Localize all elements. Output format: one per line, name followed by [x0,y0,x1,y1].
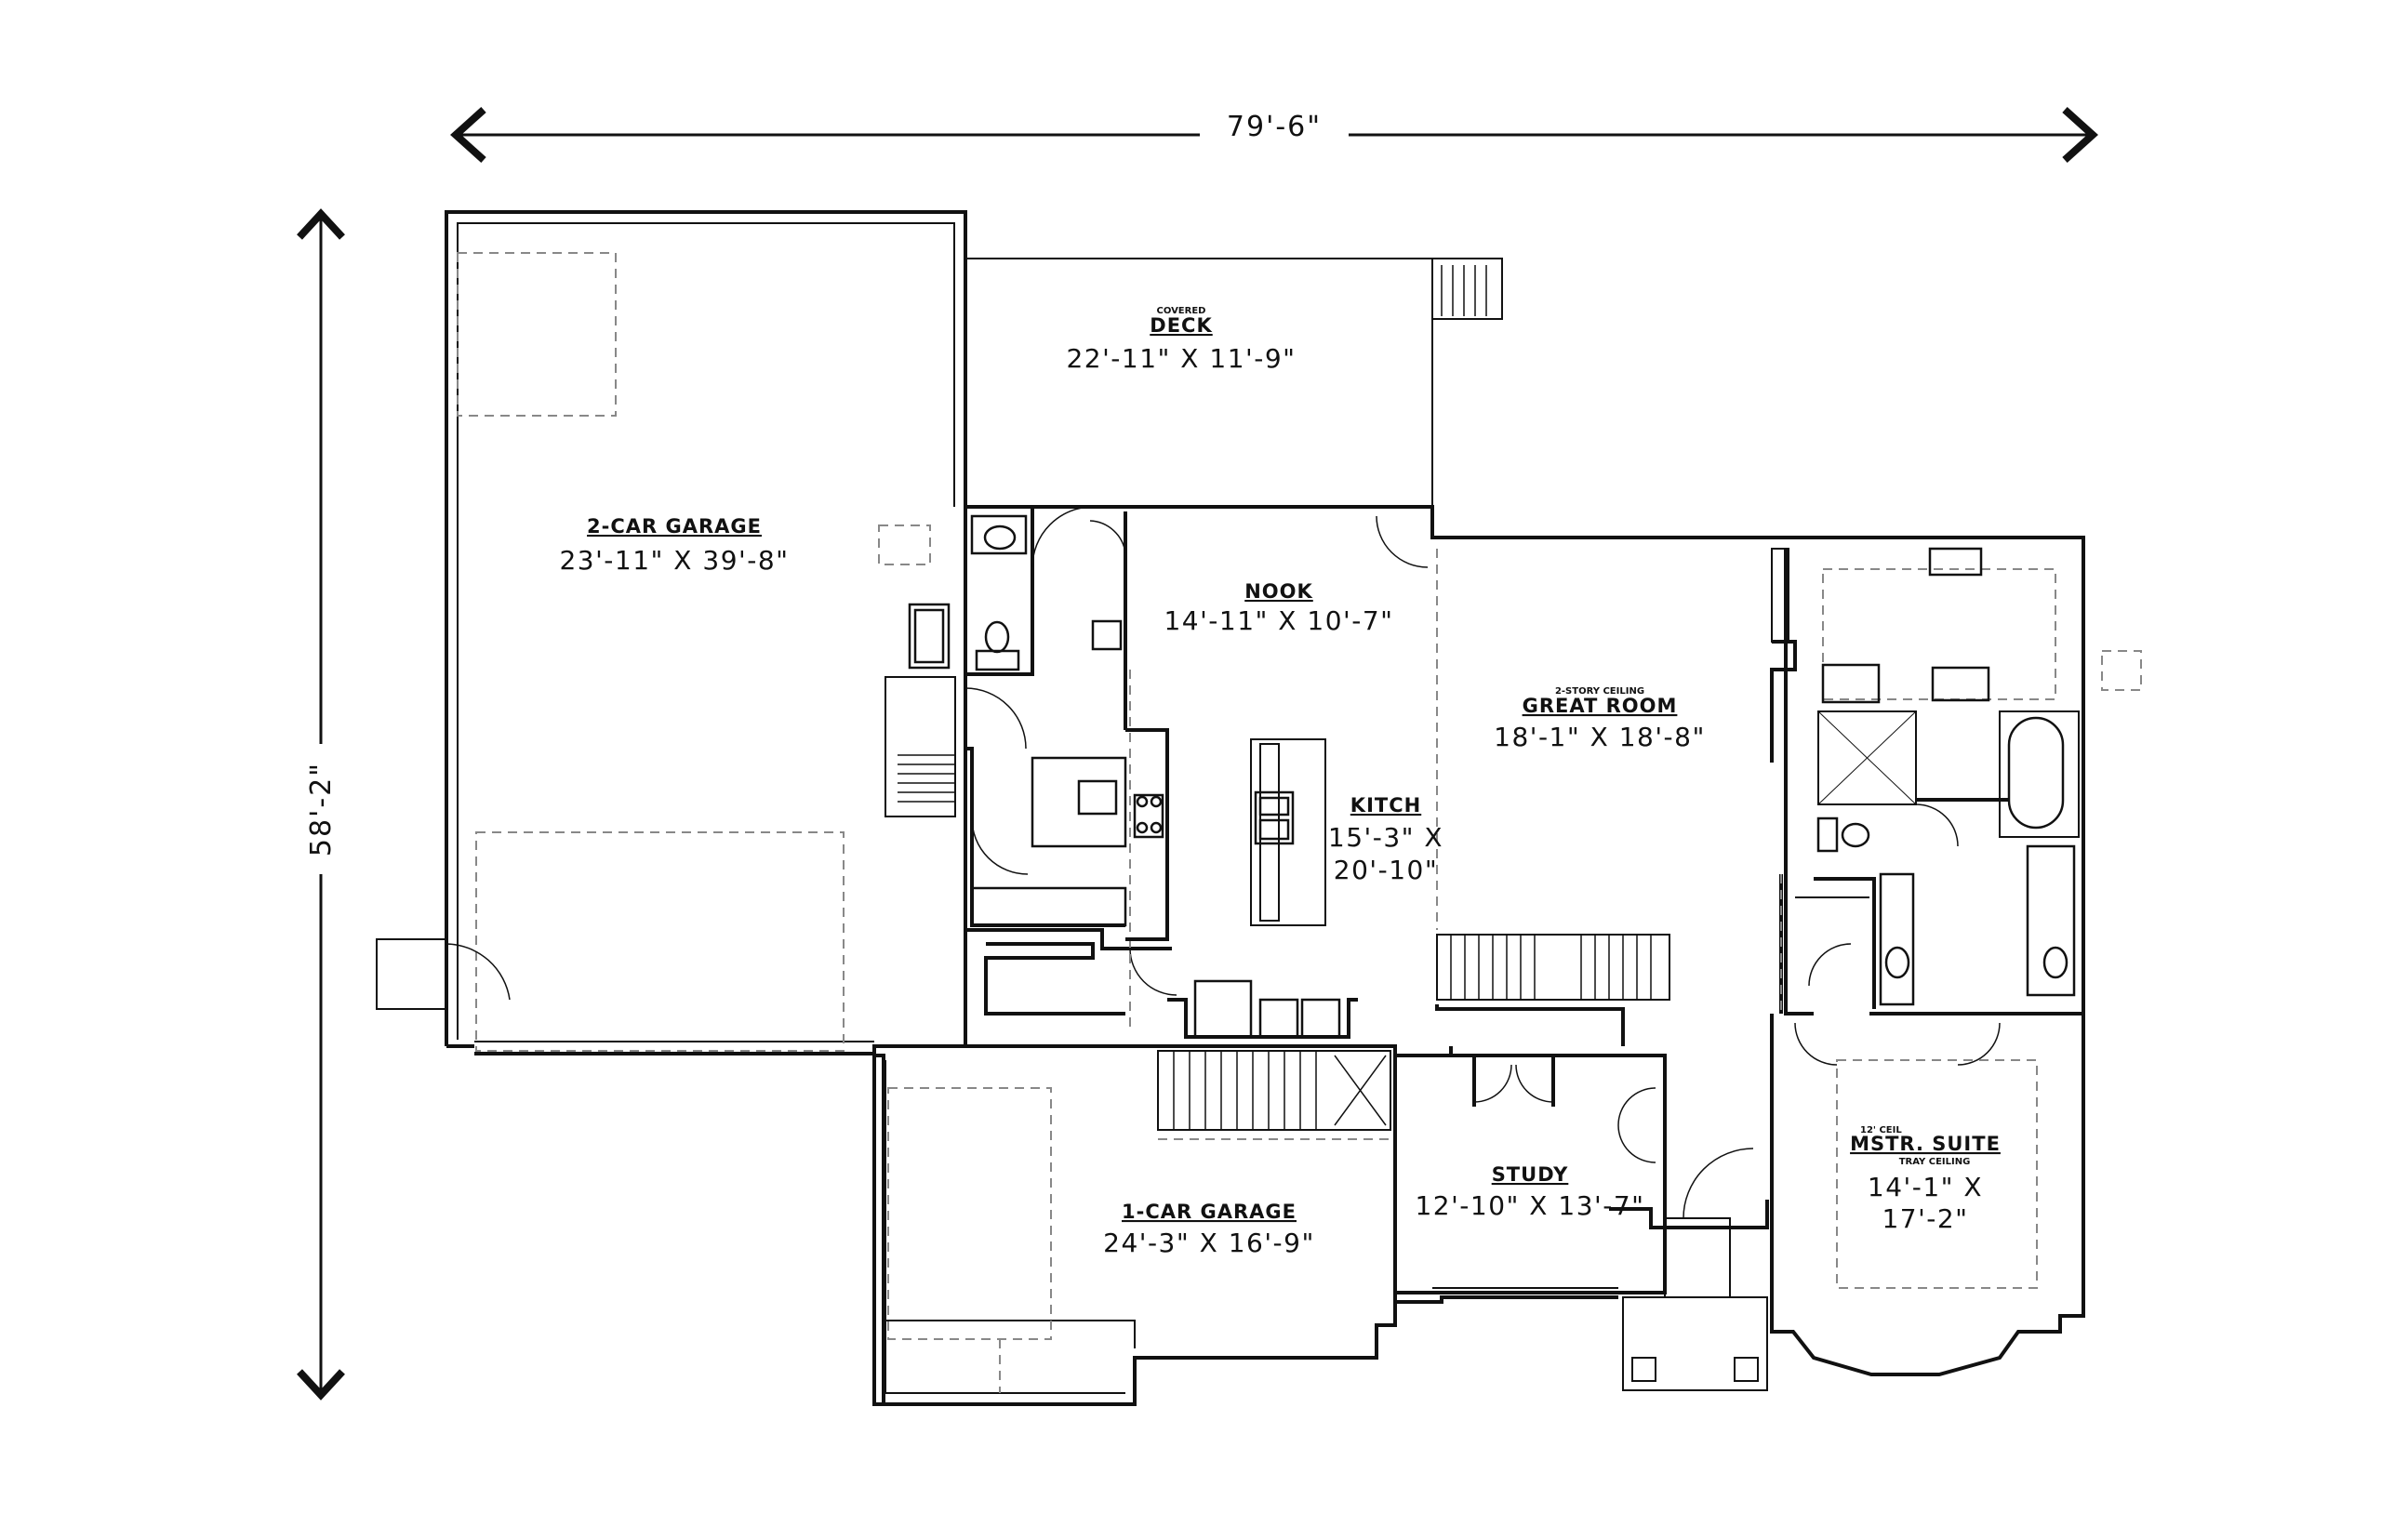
two-car-garage-size: 23'-11" X 39'-8" [559,545,789,576]
two-car-garage: 2-CAR GARAGE 23'-11" X 39'-8" [376,210,967,1055]
study-name: STUDY [1492,1163,1569,1186]
nook-size: 14'-11" X 10'-7" [1164,605,1393,636]
kitchen-size-line2: 20'-10" [1334,855,1438,885]
study-size: 12'-10" X 13'-7" [1415,1190,1644,1221]
deck-name: DECK [1150,314,1212,337]
utility-rooms [964,505,1177,1016]
master-note-top: 12' CEIL [1860,1125,1902,1135]
great-room-name: GREAT ROOM [1523,695,1678,717]
study: STUDY 12'-10" X 13'-7" [1415,1004,1656,1289]
master-size-line1: 14'-1" X [1868,1172,1983,1202]
great-room-note: 2-STORY CEILING [1555,686,1644,697]
stairs [1157,934,1670,1140]
kitchen-name: KITCH [1350,794,1421,816]
master-note-bottom: TRAY CEILING [1899,1157,1971,1167]
two-car-garage-name: 2-CAR GARAGE [587,515,762,538]
house-walls [872,505,2085,1406]
depth-dimension: 58'-2" [297,208,345,1401]
master-size-line2: 17'-2" [1882,1203,1968,1234]
one-car-garage-name: 1-CAR GARAGE [1122,1201,1297,1223]
deck-size: 22'-11" X 11'-9" [1066,343,1296,374]
width-dimension: 79'-6" [450,107,2098,163]
kitchen-size-line1: 15'-3" X [1328,822,1443,853]
one-car-garage: 1-CAR GARAGE 24'-3" X 16'-9" [872,1054,1315,1406]
master-bath [1779,547,2142,1016]
master-name: MSTR. SUITE [1850,1133,2001,1155]
great-room-size: 18'-1" X 18'-8" [1494,722,1706,752]
depth-dimension-label: 58'-2" [305,762,338,856]
one-car-garage-size: 24'-3" X 16'-9" [1103,1228,1315,1258]
nook-name: NOOK [1244,580,1313,603]
covered-deck: COVERED DECK 22'-11" X 11'-9" [965,258,1503,508]
deck-note: COVERED [1157,306,1206,316]
great-room: 2-STORY CEILING GREAT ROOM 18'-1" X 18'-… [1494,548,1797,763]
master-suite: 12' CEIL MSTR. SUITE TRAY CEILING 14'-1"… [1770,1014,2038,1316]
kitchen-nook: NOOK 14'-11" X 10'-7" KITCH 15'-3" X 20'… [1125,505,1443,1039]
width-dimension-label: 79'-6" [1227,111,1322,143]
